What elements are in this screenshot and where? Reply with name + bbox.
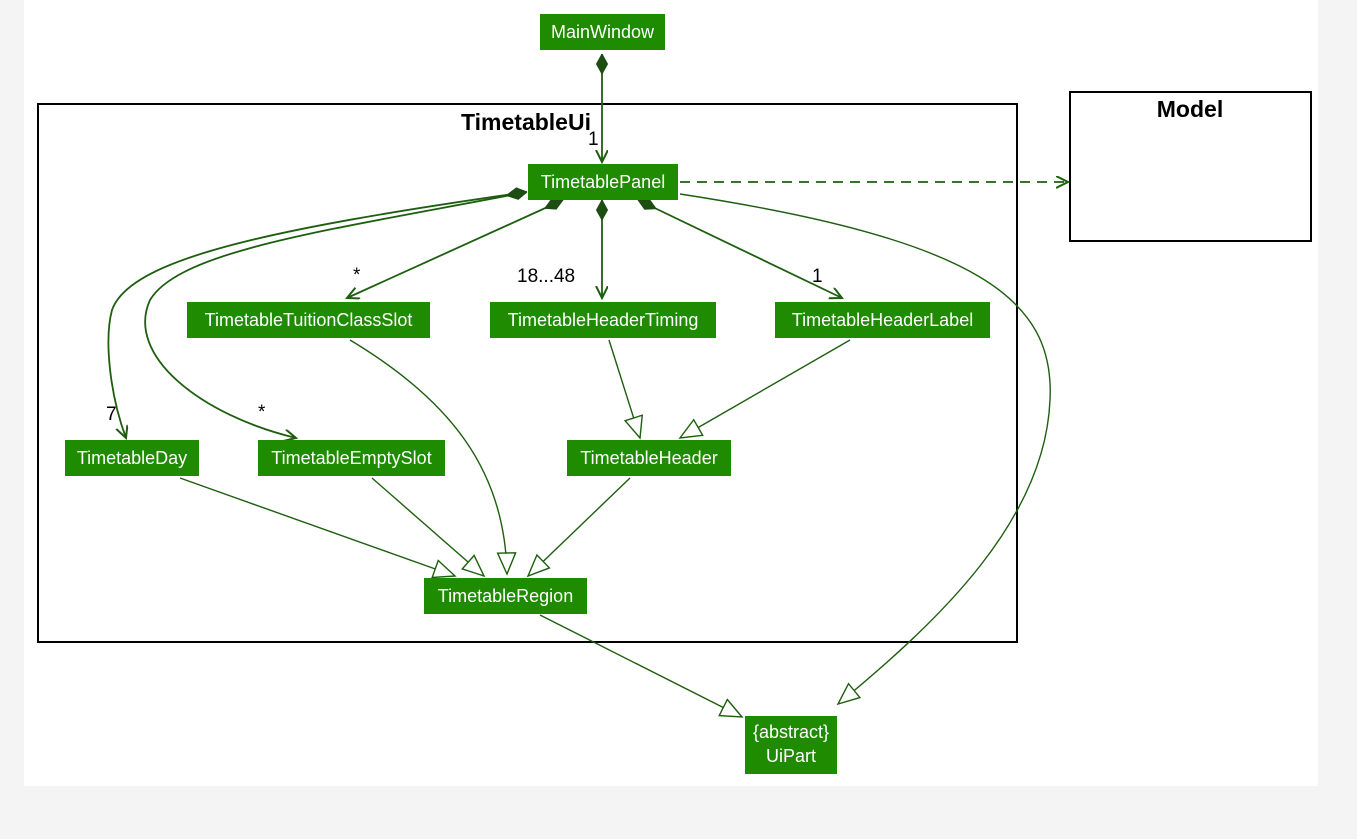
edge-region-uipart: [539, 614, 742, 717]
class-ui-part-stereotype: {abstract}: [753, 722, 829, 742]
edge-day-region: [179, 477, 455, 576]
class-tuition-class-slot-label: TimetableTuitionClassSlot: [205, 310, 413, 330]
package-model-title: Model: [1157, 96, 1223, 122]
edge-header-label-header: [680, 339, 851, 438]
class-empty-slot[interactable]: TimetableEmptySlot: [258, 440, 445, 476]
package-timetable-ui: [37, 103, 1018, 643]
class-empty-slot-label: TimetableEmptySlot: [271, 448, 431, 468]
edge-panel-uipart: [679, 193, 1051, 704]
composition-edges: [107, 54, 842, 438]
edge-panel-empty-slot: [144, 192, 527, 438]
class-timetable-panel[interactable]: TimetablePanel: [528, 164, 678, 200]
class-ui-part-label: UiPart: [766, 746, 816, 766]
class-header-label[interactable]: TimetableHeaderLabel: [775, 302, 990, 338]
class-ui-part[interactable]: {abstract} UiPart: [745, 716, 837, 774]
class-header-label-label: TimetableHeaderLabel: [792, 310, 973, 330]
multiplicity-tuition-slot: *: [353, 265, 361, 286]
class-timetable-header[interactable]: TimetableHeader: [567, 440, 731, 476]
class-header-timing-label: TimetableHeaderTiming: [508, 310, 699, 330]
multiplicity-empty-slot: *: [258, 402, 266, 423]
class-main-window-label: MainWindow: [551, 22, 655, 42]
edge-empty-slot-region: [371, 477, 484, 576]
package-timetable-ui-title: TimetableUi: [461, 109, 591, 135]
edge-panel-header-label: [638, 200, 842, 298]
class-timetable-day-label: TimetableDay: [77, 448, 187, 468]
inheritance-edges: [179, 193, 1051, 717]
multiplicity-panel: 1: [588, 129, 599, 150]
class-timetable-region[interactable]: TimetableRegion: [424, 578, 587, 614]
edge-header-timing-header: [608, 339, 640, 438]
edge-tuition-slot-region: [349, 339, 507, 574]
class-timetable-region-label: TimetableRegion: [438, 586, 573, 606]
multiplicity-header-timing: 18...48: [517, 266, 575, 287]
class-timetable-panel-label: TimetablePanel: [541, 172, 665, 192]
class-timetable-day[interactable]: TimetableDay: [65, 440, 199, 476]
package-model: [1069, 91, 1312, 242]
class-tuition-class-slot[interactable]: TimetableTuitionClassSlot: [187, 302, 430, 338]
class-main-window[interactable]: MainWindow: [540, 14, 665, 50]
class-timetable-header-label: TimetableHeader: [580, 448, 717, 468]
multiplicity-header-label: 1: [812, 266, 823, 287]
class-header-timing[interactable]: TimetableHeaderTiming: [490, 302, 716, 338]
multiplicity-day: 7: [106, 404, 117, 425]
edge-header-region: [528, 477, 631, 576]
